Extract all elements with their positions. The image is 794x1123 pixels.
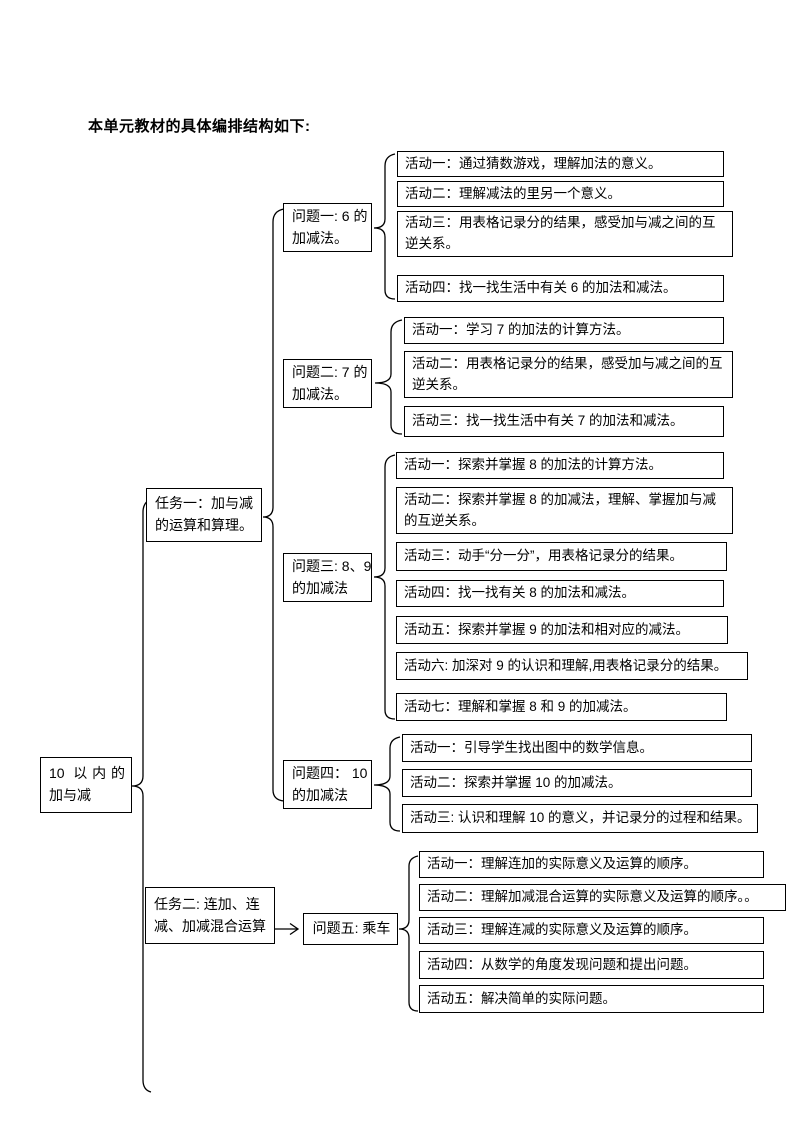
- activity-p1-1: 活动一：通过猜数游戏，理解加法的意义。: [397, 151, 724, 177]
- task1-node: 任务一：加与减 的运算和算理。: [146, 488, 262, 542]
- problem5-node: 问题五: 乘车: [303, 913, 398, 945]
- activity-p4-3: 活动三: 认识和理解 10 的意义，并记录分的过程和结果。: [402, 804, 758, 833]
- brace-problem5-to-activities: [398, 855, 419, 1012]
- activity-p3-7: 活动七：理解和掌握 8 和 9 的加减法。: [396, 693, 727, 721]
- activity-p3-3: 活动三：动手“分一分”，用表格记录分的结果。: [396, 542, 727, 571]
- problem2-line2: 加减法。: [292, 385, 348, 402]
- activity-p2-2: 活动二：用表格记录分的结果，感受加与减之间的互逆关系。: [404, 351, 733, 398]
- page-title: 本单元教材的具体编排结构如下:: [88, 118, 311, 135]
- problem1-line1: 问题一: 6 的: [292, 207, 368, 224]
- activity-p4-2: 活动二：探索并掌握 10 的加减法。: [402, 769, 752, 797]
- activity-p3-1: 活动一：探索并掌握 8 的加法的计算方法。: [396, 452, 724, 479]
- problem4-line2: 的加减法: [292, 786, 348, 803]
- activity-p1-4: 活动四：找一找生活中有关 6 的加法和减法。: [397, 275, 724, 302]
- task1-line1: 任务一：加与减: [155, 495, 253, 512]
- activity-p5-1: 活动一：理解连加的实际意义及运算的顺序。: [419, 851, 764, 878]
- activity-p5-4: 活动四：从数学的角度发现问题和提出问题。: [419, 951, 764, 979]
- brace-root-to-tasks: [131, 496, 159, 1093]
- problem3-node: 问题三: 8、9 的加减法: [283, 553, 372, 602]
- activity-p3-2: 活动二：探索并掌握 8 的加减法，理解、掌握加与减的互逆关系。: [396, 487, 733, 534]
- activity-p3-4: 活动四：找一找有关 8 的加法和减法。: [396, 580, 724, 607]
- activity-p2-3: 活动三：找一找生活中有关 7 的加法和减法。: [404, 406, 724, 437]
- activity-p3-5: 活动五：探索并掌握 9 的加法和相对应的减法。: [396, 616, 728, 644]
- brace-problem1-to-activities: [373, 153, 396, 300]
- task2-node: 任务二: 连加、连 减、加减混合运算: [145, 887, 275, 944]
- problem4-line1: 问题四： 10: [292, 764, 368, 781]
- problem1-line2: 加减法。: [292, 229, 348, 246]
- brace-task1-to-problems: [262, 208, 285, 802]
- problem3-line2: 的加减法: [292, 579, 348, 596]
- problem3-line1: 问题三: 8、9: [292, 557, 372, 574]
- activity-p1-2: 活动二：理解减法的里另一个意义。: [397, 181, 724, 207]
- brace-problem4-to-activities: [373, 736, 401, 832]
- root-node-line2: 加与减: [49, 787, 91, 803]
- task2-line2: 减、加减混合运算: [154, 917, 266, 934]
- root-node: 10 以内的 加与减: [40, 757, 132, 813]
- activity-p3-6: 活动六: 加深对 9 的认识和理解,用表格记录分的结果。: [396, 652, 748, 680]
- activity-p2-1: 活动一：学习 7 的加法的计算方法。: [404, 317, 724, 344]
- root-node-line1: 10 以内的: [49, 765, 125, 782]
- brace-problem3-to-activities: [373, 454, 396, 720]
- activity-p4-1: 活动一：引导学生找出图中的数学信息。: [402, 734, 752, 762]
- problem4-node: 问题四： 10 的加减法: [283, 760, 372, 809]
- activity-p5-3: 活动三：理解连减的实际意义及运算的顺序。: [419, 917, 764, 944]
- task1-line2: 的运算和算理。: [155, 517, 253, 533]
- brace-problem2-to-activities: [374, 319, 403, 435]
- task2-line1: 任务二: 连加、连: [154, 895, 260, 912]
- problem2-node: 问题二: 7 的 加减法。: [283, 359, 372, 408]
- problem1-node: 问题一: 6 的 加减法。: [283, 203, 372, 252]
- problem5-label: 问题五: 乘车: [312, 920, 391, 937]
- problem2-line1: 问题二: 7 的: [292, 363, 368, 380]
- activity-p5-2: 活动二：理解加减混合运算的实际意义及运算的顺序。。: [419, 884, 786, 911]
- activity-p5-5: 活动五：解决简单的实际问题。: [419, 985, 764, 1013]
- activity-p1-3: 活动三：用表格记录分的结果，感受加与减之间的互逆关系。: [397, 211, 733, 257]
